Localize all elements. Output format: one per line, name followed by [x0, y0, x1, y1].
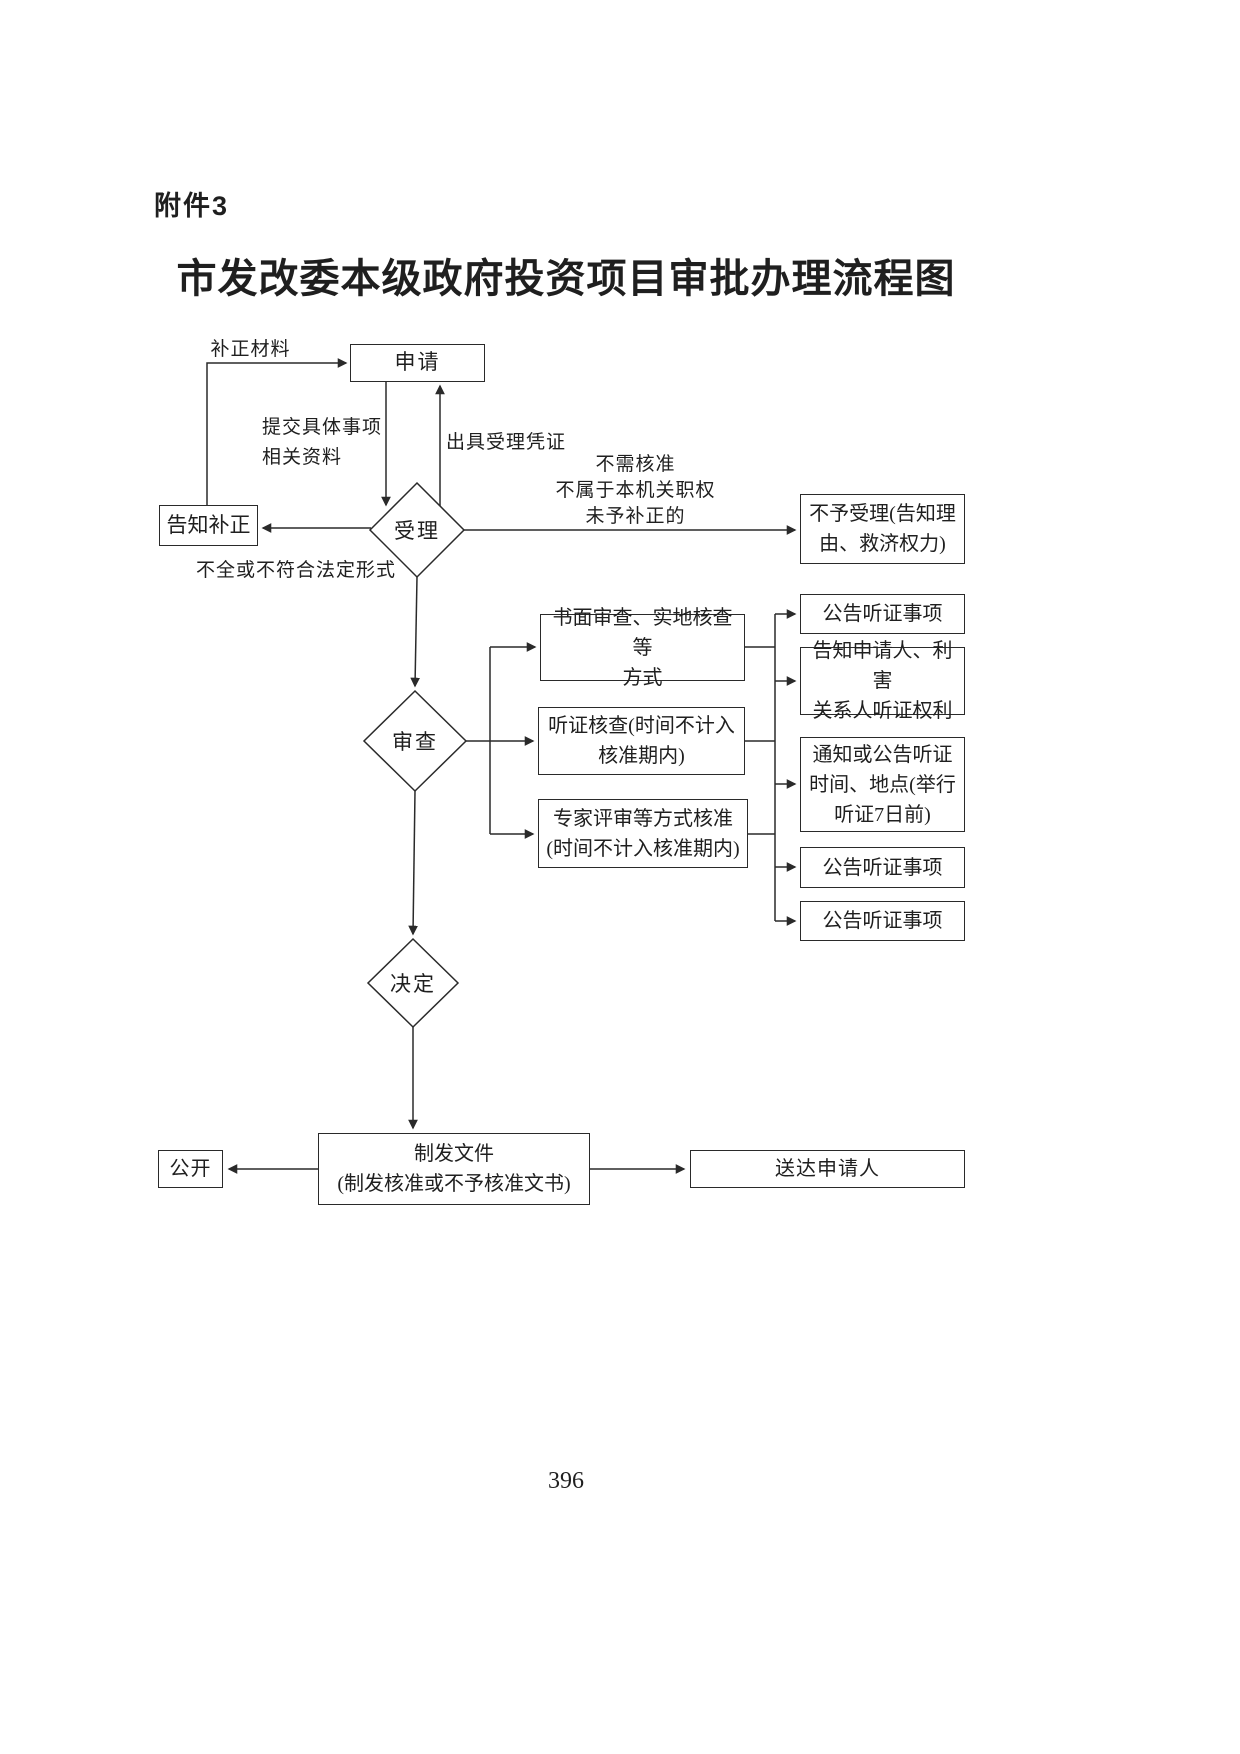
edge-accept-to-review: [410, 576, 421, 688]
node-announce-items-1: 公告听证事项: [800, 594, 965, 634]
node-hearing-check: 听证核查(时间不计入 核准期内): [538, 707, 745, 775]
node-not-accept: 不予受理(告知理 由、救济权力): [800, 494, 965, 564]
node-notify-correction: 告知补正: [159, 505, 258, 546]
label-not-accept-reasons: 不需核准 不属于本机关职权 未予补正的: [555, 454, 716, 528]
node-announce-items-2: 公告听证事项: [800, 847, 965, 888]
label-submit-materials: 提交具体事项 相关资料: [262, 417, 383, 469]
node-written-review: 书面审查、实地核查等 方式: [540, 607, 745, 689]
node-review: 审查: [392, 730, 438, 754]
review-diamond-shape: [362, 689, 468, 793]
edge-correction-to-apply: [206, 358, 348, 505]
attachment-label: 附件3: [154, 191, 230, 221]
node-apply: 申请: [350, 344, 485, 382]
label-incomplete: 不全或不符合法定形式: [196, 560, 397, 581]
label-supplement-materials: 补正材料: [210, 339, 291, 360]
label-issue-receipt: 出具受理凭证: [446, 432, 567, 453]
node-publicize: 公开: [158, 1150, 223, 1188]
node-expert-review: 专家评审等方式核准 (时间不计入核准期内): [538, 799, 748, 868]
node-deliver: 送达申请人: [690, 1150, 965, 1188]
page-title: 市发改委本级政府投资项目审批办理流程图: [176, 256, 956, 301]
decide-diamond-shape: [366, 937, 460, 1029]
node-accept: 受理: [394, 519, 440, 543]
page-number: 396: [548, 1468, 584, 1494]
node-notify-time-place: 通知或公告听证 时间、地点(举行 听证7日前): [800, 737, 965, 832]
accept-diamond-shape: [368, 481, 466, 579]
node-inform-rights: 告知申请人、利害 关系人听证权利: [800, 640, 965, 722]
node-announce-items-3: 公告听证事项: [800, 901, 965, 941]
edge-review-to-decide: [408, 790, 418, 936]
node-issue-document: 制发文件 (制发核准或不予核准文书): [318, 1133, 590, 1205]
node-decide: 决定: [390, 972, 436, 996]
